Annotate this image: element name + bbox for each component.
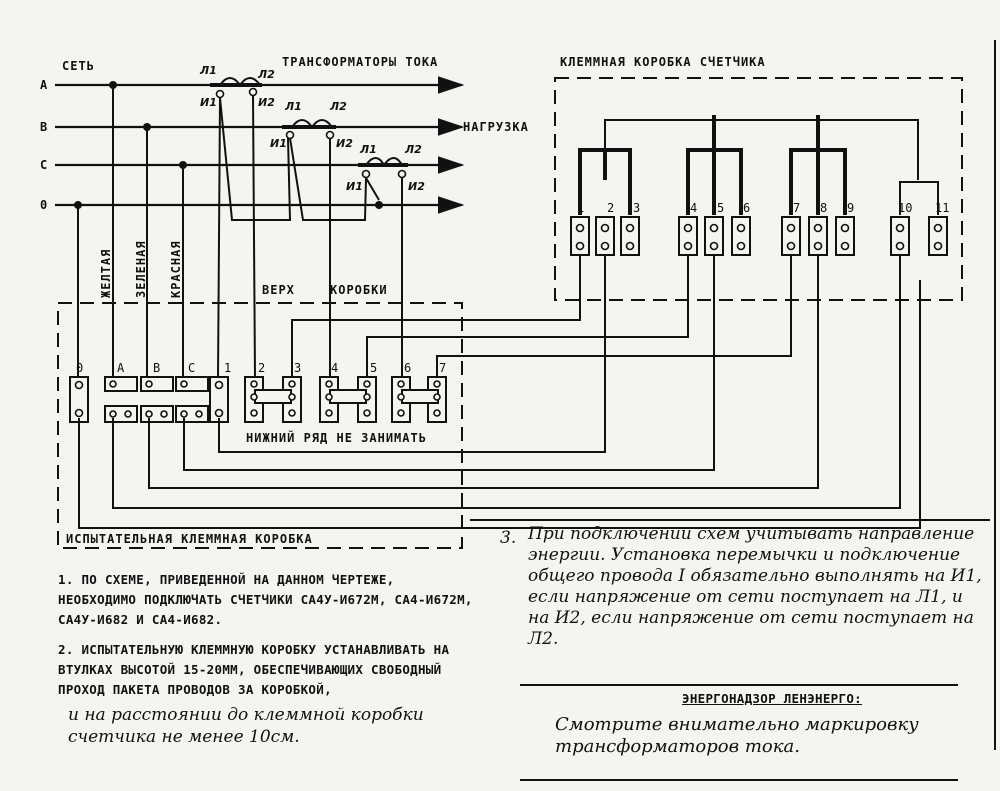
terminal-number: 1 [224,361,231,375]
ct-c-i1: И1 [346,180,363,193]
test-box-outline [57,302,463,549]
ct-c-l2: Л2 [404,143,422,156]
network-title: СЕТЬ [62,59,95,73]
meter-box-title: КЛЕММНАЯ КОРОБКА СЧЕТЧИКА [560,55,766,69]
note-3: При подключении схем учитывать направлен… [528,524,982,649]
ct-c-i2: И2 [408,180,425,193]
terminal-number: 1 [577,201,584,215]
terminal-number: 4 [331,361,338,375]
phase-label-0: 0 [40,198,48,212]
interconnect-wires [78,250,921,529]
test-box-terminal-numbers: 0 А В С 1 2 3 4 5 6 7 [76,361,446,375]
terminal-number: В [153,361,160,375]
meter-internal-bus [578,115,939,215]
wire-label-red: КРАСНАЯ [169,240,183,298]
terminal-number: 3 [294,361,301,375]
terminal-number: А [117,361,125,375]
terminal-number: 11 [935,201,949,215]
terminal-number: 5 [370,361,377,375]
test-box-top-label-2: КОРОБКИ [330,283,388,297]
ct-b-l1: Л1 [284,100,302,113]
meter-terminal-numbers: 1 2 3 4 5 6 7 8 9 10 11 [577,201,949,215]
meter-box-outline [554,77,963,301]
terminal-number: 2 [607,201,614,215]
terminal-number: 6 [743,201,750,215]
test-box-bottom-note: НИЖНИЙ РЯД НЕ ЗАНИМАТЬ [246,430,427,445]
note-frame [470,40,996,781]
terminal-number: С [188,361,195,375]
feed-wires [77,85,403,379]
ct-a-i2: И2 [258,96,275,109]
note-1: 1. ПО СХЕМЕ, ПРИВЕДЕННОЙ НА ДАННОМ ЧЕРТЕ… [58,572,473,627]
terminal-number: 2 [258,361,265,375]
phase-label-b: В [40,120,48,134]
test-box-terminals [69,376,447,423]
terminal-number: 9 [847,201,854,215]
ct-a-l1: Л1 [199,64,217,77]
terminal-number: 0 [76,361,83,375]
note-2: 2. ИСПЫТАТЕЛЬНУЮ КЛЕММНУЮ КОРОБКУ УСТАНА… [58,642,450,697]
authority-label: ЭНЕРГОНАДЗОР ЛЕНЭНЕРГО: [682,691,862,706]
current-transformer-b: Л1 Л2 И1 И2 [270,100,353,150]
terminal-number: 4 [690,201,697,215]
note-3-number: 3. [500,528,517,548]
warning-note: Смотрите внимательно маркировку трансфор… [555,714,919,757]
wire-label-yellow: ЖЕЛТАЯ [99,249,113,298]
test-box-title: ИСПЫТАТЕЛЬНАЯ КЛЕММНАЯ КОРОБКА [66,532,313,546]
ct-title: ТРАНСФОРМАТОРЫ ТОКА [282,55,438,69]
terminal-number: 3 [633,201,640,215]
terminal-number: 5 [717,201,724,215]
terminal-number: 10 [898,201,912,215]
ct-a-i1: И1 [200,96,217,109]
note-2-continued: и на расстоянии до клеммной коробки счет… [68,705,424,747]
ct-a-l2: Л2 [257,68,275,81]
ct-b-l2: Л2 [329,100,347,113]
terminal-number: 7 [439,361,446,375]
current-transformer-c: Л1 Л2 И1 И2 [346,143,425,193]
terminal-number: 7 [793,201,800,215]
ct-b-i1: И1 [270,137,287,150]
terminal-number: 8 [820,201,827,215]
current-transformer-a: Л1 Л2 И1 И2 [199,64,275,109]
ct-b-i2: И2 [336,137,353,150]
load-label: НАГРУЗКА [463,120,529,134]
meter-terminals [570,216,948,256]
phase-label-a: А [40,78,48,92]
ct-c-l1: Л1 [359,143,377,156]
phase-label-c: С [40,158,48,172]
ct-jumpers [219,97,380,221]
test-box-top-label-1: ВЕРХ [262,283,295,297]
terminal-number: 6 [404,361,411,375]
wire-label-green: ЗЕЛЕНАЯ [134,240,148,298]
